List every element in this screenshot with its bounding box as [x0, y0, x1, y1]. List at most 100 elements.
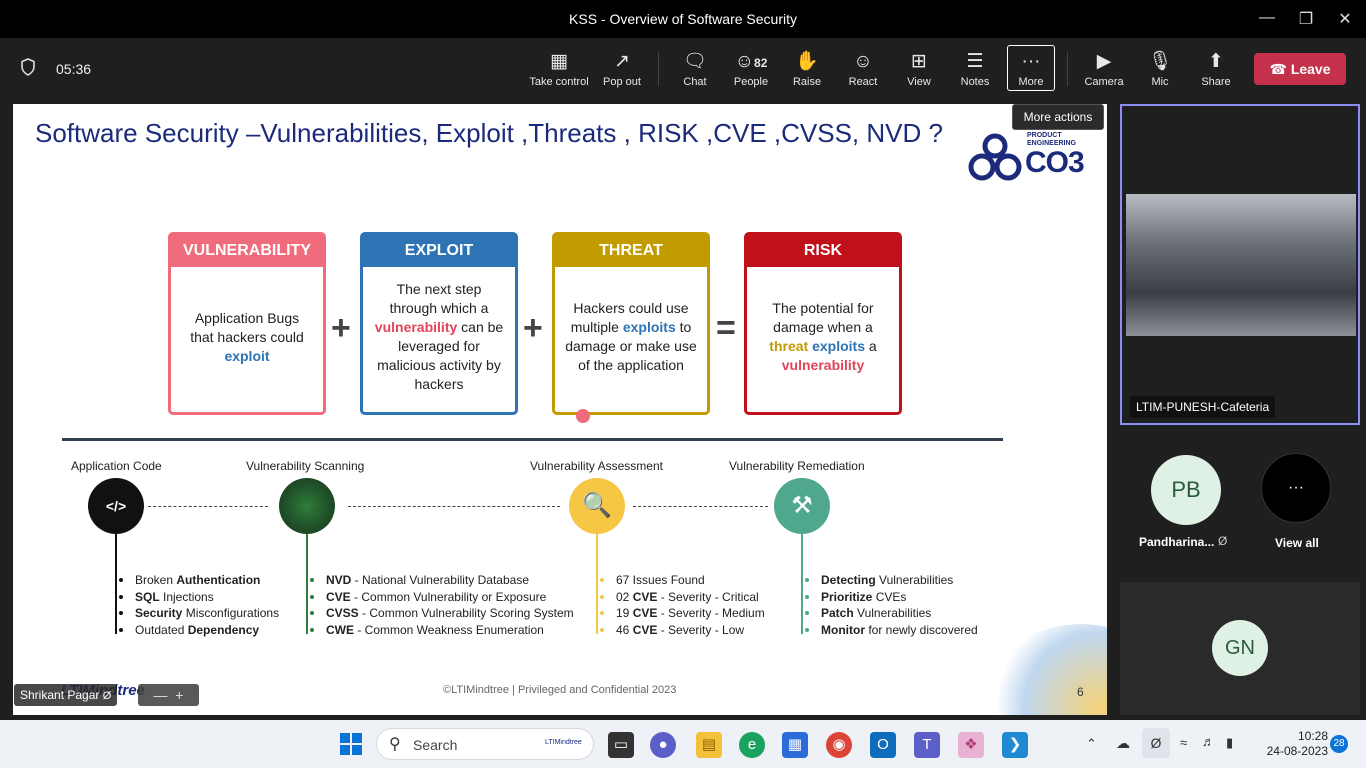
take-control-icon: ▦: [550, 51, 568, 72]
flow-arrow: [148, 506, 268, 507]
phone-hangup-icon: ☎: [1269, 61, 1291, 77]
vulnerability-box: VULNERABILITY Application Bugs that hack…: [168, 232, 326, 415]
stage-list: Detecting Vulnerabilities Prioritize CVE…: [805, 572, 978, 638]
taskbar-search[interactable]: ⚲ Search LTIMindtree: [376, 728, 594, 760]
file-explorer-icon[interactable]: ▤: [696, 732, 722, 758]
people-count: 82: [754, 56, 768, 70]
participant-name: Pandharina...: [1139, 535, 1215, 549]
cursor-indicator: [576, 409, 590, 423]
timeline-line: [306, 534, 308, 634]
radar-icon: [279, 478, 335, 534]
list-item: 19 CVE - Severity - Medium: [600, 606, 765, 620]
mic-button[interactable]: 🎙Mic: [1140, 50, 1180, 94]
more-button[interactable]: ···More: [1007, 45, 1055, 91]
list-item: Security Misconfigurations: [118, 606, 280, 620]
room-name-tag: LTIM-PUNESH-Cafeteria: [1130, 396, 1276, 418]
teams-chat-icon[interactable]: ●: [650, 732, 676, 758]
box-header: EXPLOIT: [363, 235, 515, 267]
presenter-name-tag: Shrikant Pagar Ø: [14, 684, 118, 706]
list-item: CWE - Common Weakness Enumeration: [310, 622, 574, 639]
clock[interactable]: 10:28 24-08-2023: [1266, 729, 1328, 758]
list-item: SQL Injections: [118, 589, 279, 606]
view-all-label[interactable]: View all: [1275, 536, 1319, 550]
outlook-icon[interactable]: O: [870, 732, 896, 758]
notification-badge[interactable]: 28: [1330, 735, 1348, 753]
toolbar-divider: [1067, 52, 1068, 86]
raise-hand-button[interactable]: ✋Raise: [786, 50, 828, 94]
take-control-button[interactable]: ▦Take control: [529, 51, 589, 88]
shield-icon: [20, 58, 36, 76]
search-badge: LTIMindtree: [545, 739, 582, 746]
list-item: 02 CVE - Severity - Critical: [600, 589, 765, 606]
maximize-button[interactable]: ❐: [1298, 11, 1314, 28]
more-icon: ···: [1021, 51, 1041, 72]
list-item: CVE - Common Vulnerability or Exposure: [310, 589, 574, 606]
plus-icon[interactable]: +: [175, 687, 184, 703]
more-actions-tooltip: More actions: [1012, 104, 1104, 130]
pop-out-button[interactable]: ↗Pop out: [598, 50, 646, 94]
box-body: Application Bugs that hackers could expl…: [190, 309, 304, 364]
assessment-icon: 🔍: [569, 478, 625, 534]
app-icon[interactable]: ❖: [958, 732, 984, 758]
grid-icon: ⊞: [911, 51, 927, 72]
threat-box: THREAT Hackers could use multiple exploi…: [552, 232, 710, 415]
search-icon: ⚲: [389, 736, 401, 753]
battery-icon[interactable]: ▮: [1226, 735, 1234, 750]
notes-button[interactable]: ☰Notes: [954, 50, 996, 94]
pop-out-icon: ↗: [614, 51, 630, 72]
list-item: CVSS - Common Vulnerability Scoring Syst…: [310, 606, 574, 620]
plus-operator: +: [331, 309, 351, 347]
chrome-icon[interactable]: ◉: [826, 732, 852, 758]
code-icon: </>: [88, 478, 144, 534]
box-header: THREAT: [555, 235, 707, 267]
cloud-icon[interactable]: ☁: [1116, 735, 1130, 751]
view-all-button[interactable]: ···: [1261, 453, 1331, 523]
timeline-line: [801, 534, 803, 634]
camera-button[interactable]: ▶Camera: [1082, 50, 1126, 94]
avatar: GN: [1212, 620, 1268, 676]
minus-icon[interactable]: —: [153, 687, 168, 703]
box-header: VULNERABILITY: [171, 235, 323, 267]
participant-tile[interactable]: GN: [1120, 582, 1360, 715]
teams-icon[interactable]: T: [914, 732, 940, 758]
avatar[interactable]: PB: [1151, 455, 1221, 525]
stage-list: 67 Issues Found 02 CVE - Severity - Crit…: [600, 572, 765, 638]
smiley-icon: ☺: [853, 51, 873, 72]
mic-muted-icon[interactable]: Ø: [1142, 728, 1170, 758]
flow-arrow: [348, 506, 560, 507]
share-button[interactable]: ⬆Share: [1194, 50, 1238, 94]
chevron-up-icon[interactable]: ⌃: [1086, 736, 1097, 751]
title-bar: KSS - Overview of Software Security — ❐ …: [0, 0, 1366, 38]
windows-start-icon[interactable]: [340, 733, 362, 755]
page-number: 6: [1077, 685, 1084, 699]
minimize-button[interactable]: —: [1259, 9, 1275, 26]
mic-off-icon: Ø: [1218, 534, 1228, 548]
volume-icon[interactable]: ♬: [1202, 734, 1215, 749]
react-button[interactable]: ☺React: [842, 50, 884, 94]
stage-label: Vulnerability Remediation: [729, 459, 865, 473]
tools-icon: ⚒: [774, 478, 830, 534]
wifi-icon[interactable]: ≈: [1180, 735, 1188, 750]
close-button[interactable]: ✕: [1338, 11, 1352, 28]
edge-icon[interactable]: e: [739, 732, 765, 758]
risk-box: RISK The potential for damage when a thr…: [744, 232, 902, 415]
room-video-tile[interactable]: LTIM-PUNESH-Cafeteria: [1120, 104, 1360, 425]
vscode-icon[interactable]: ❯: [1002, 732, 1028, 758]
box-body: The potential for damage when a threat e…: [769, 300, 877, 373]
box-body: The next step through which a vulnerabil…: [374, 281, 504, 392]
video-feed: [1126, 194, 1356, 336]
task-view-icon[interactable]: ▭: [608, 732, 634, 758]
store-icon[interactable]: ▦: [782, 732, 808, 758]
divider-line: [62, 438, 1003, 441]
chat-icon: 🗨: [682, 51, 708, 72]
mic-off-icon: Ø: [102, 690, 112, 702]
toolbar-divider: [658, 52, 659, 86]
view-button[interactable]: ⊞View: [898, 50, 940, 94]
chat-button[interactable]: 🗨Chat: [674, 50, 716, 94]
shared-slide: Software Security –Vulnerabilities, Expl…: [13, 104, 1107, 715]
box-header: RISK: [747, 235, 899, 267]
leave-button[interactable]: ☎ Leave: [1254, 53, 1346, 85]
zoom-control[interactable]: — +: [138, 684, 199, 706]
